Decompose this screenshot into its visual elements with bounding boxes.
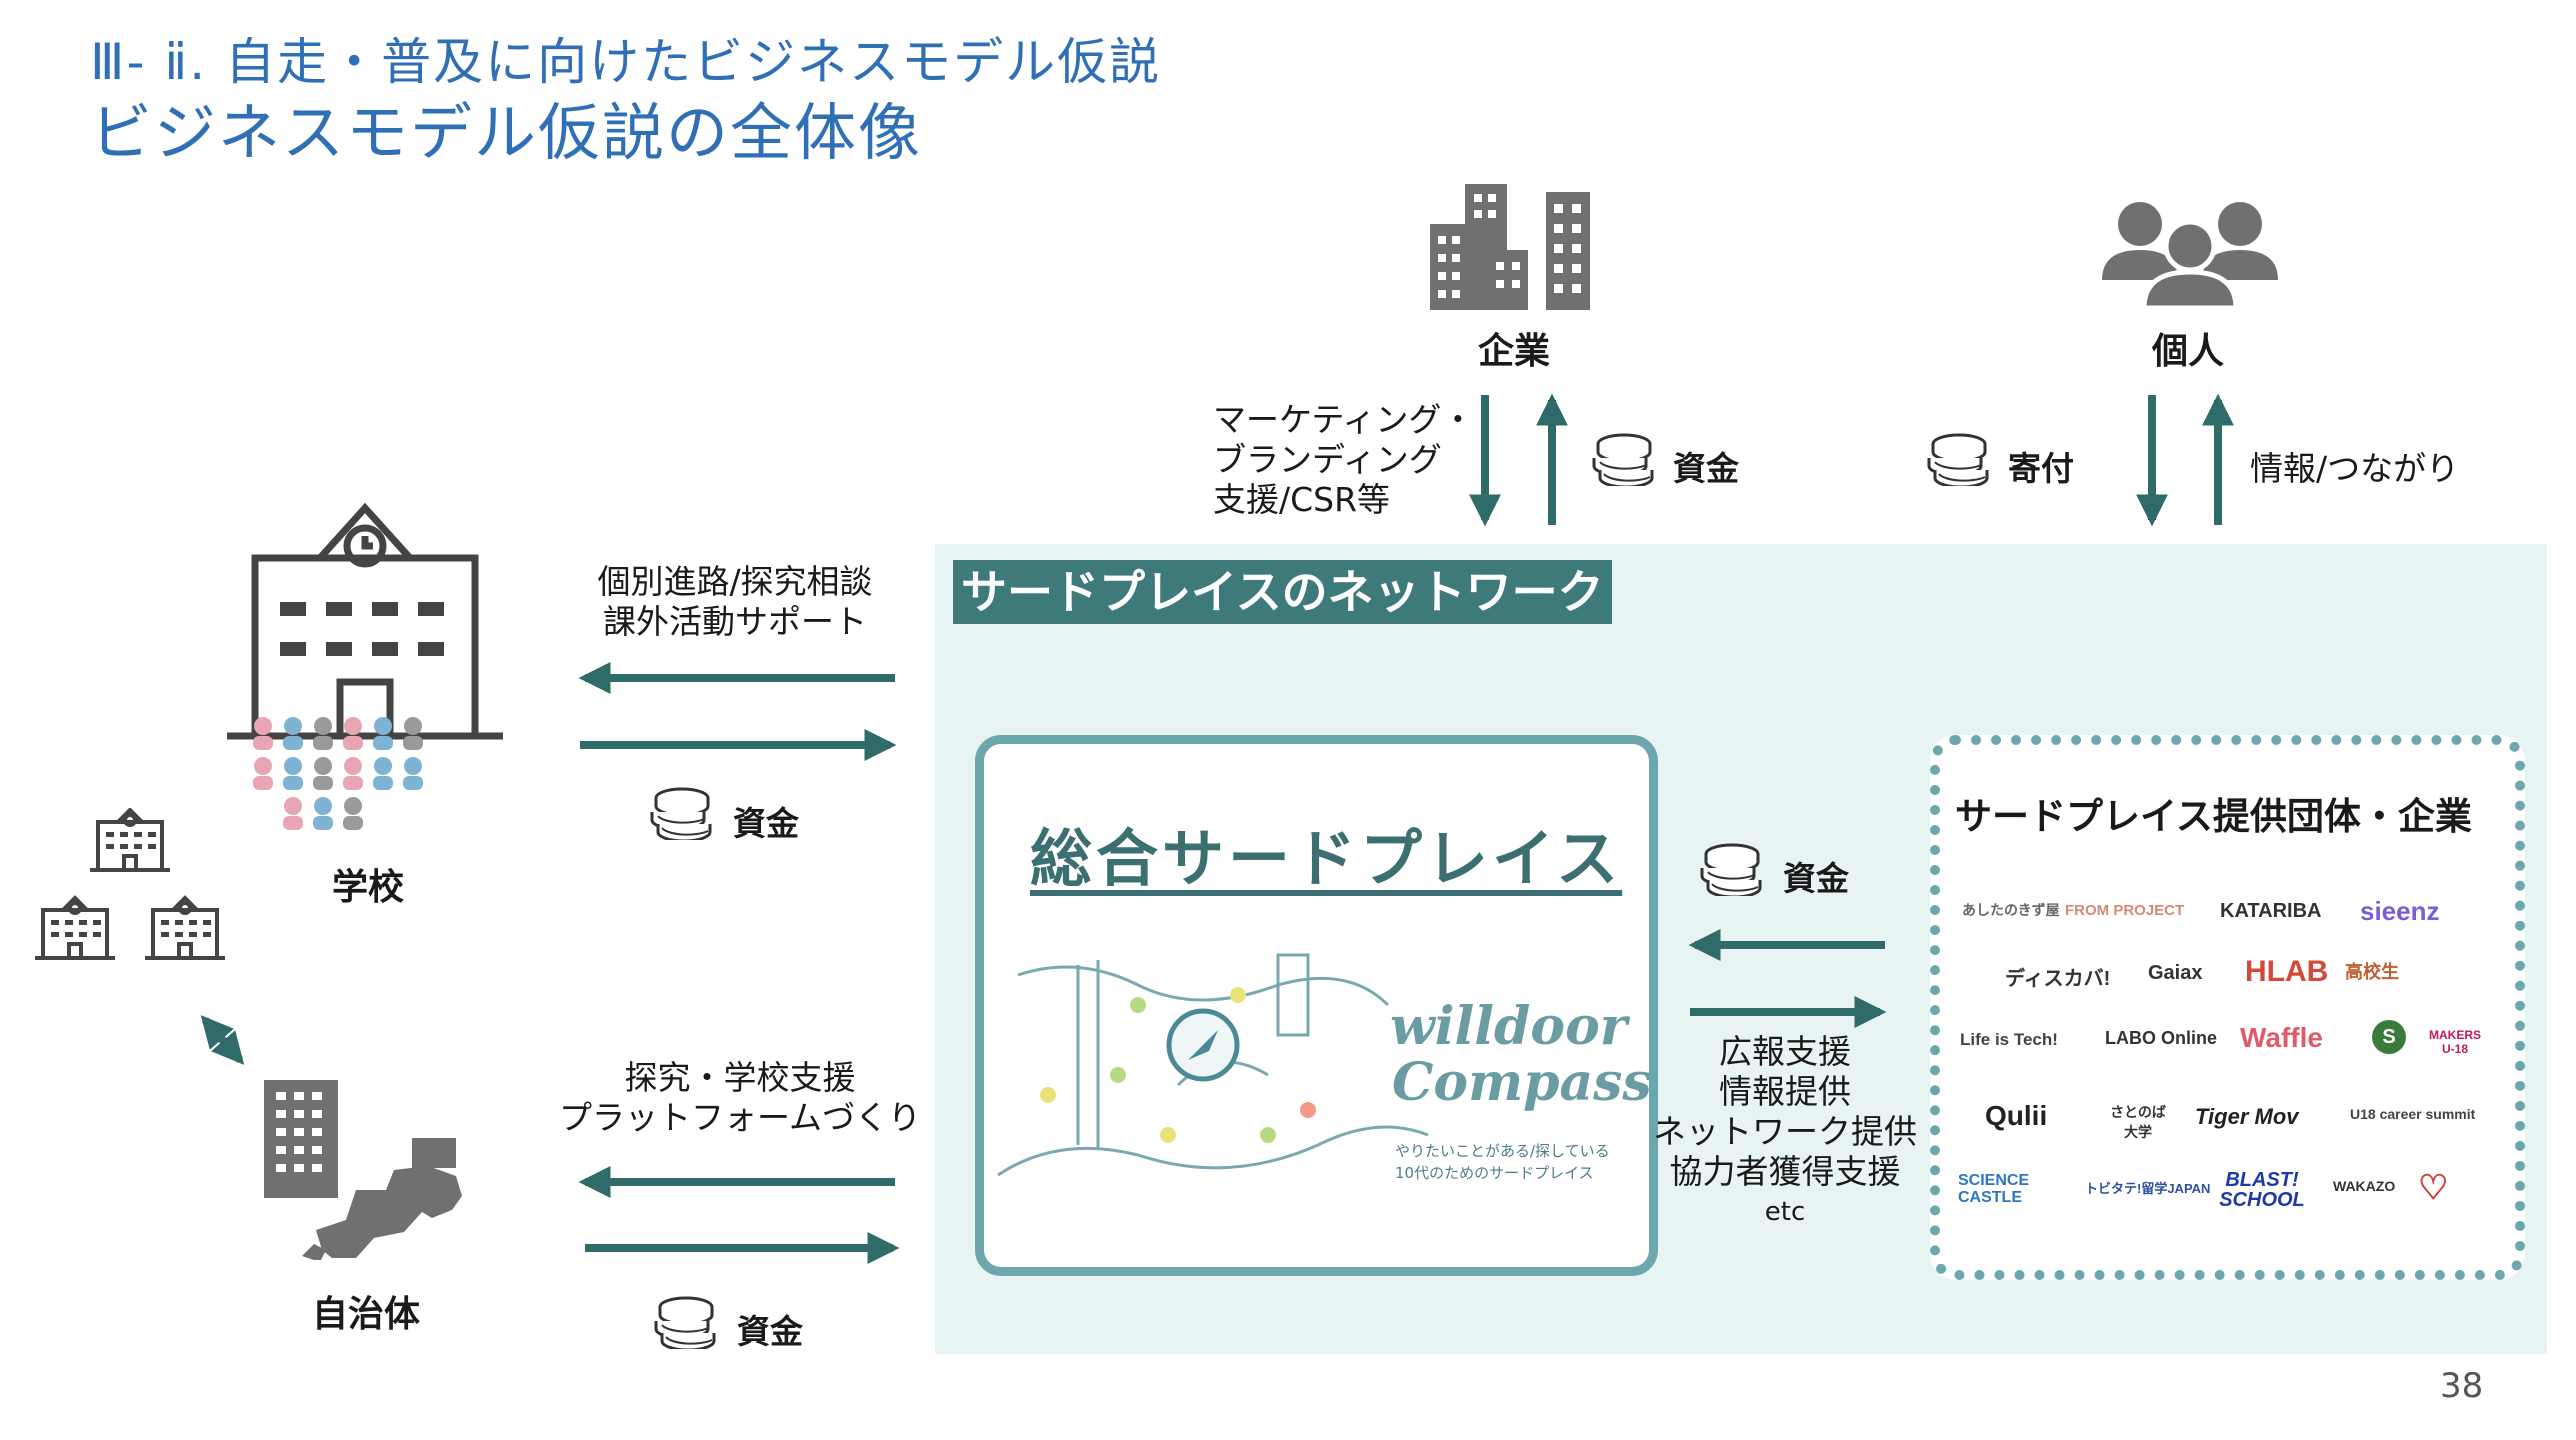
page-number: 38: [2440, 1366, 2484, 1406]
providers-title: サードプレイス提供団体・企業: [1955, 795, 2472, 838]
partner-logo: SCIENCE CASTLE: [1958, 1172, 2030, 1206]
individual-label: 個人: [2152, 331, 2225, 372]
school-label: 学校: [332, 867, 405, 908]
school-in-label: 資金: [733, 804, 799, 843]
providers-out-label: 広報支援 情報提供 ネットワーク提供 協力者獲得支援 etc: [1653, 1032, 1917, 1227]
municipality-out-label: 探究・学校支援 プラットフォームづくり: [558, 1058, 921, 1137]
section-title: Ⅲ- ⅱ. 自走・普及に向けたビジネスモデル仮説: [90, 33, 1162, 91]
partner-logo: トビタテ!留学JAPAN: [2085, 1181, 2211, 1196]
partner-logo: Waffle: [2240, 1022, 2323, 1053]
partner-logo: MAKERS U-18: [2428, 1028, 2481, 1056]
partner-logo: あしたのきず屋: [1962, 902, 2060, 918]
partner-logo: U18 career summit: [2350, 1106, 2476, 1122]
partner-logo: HLAB: [2245, 955, 2329, 988]
network-title: サードプレイスのネットワーク: [953, 560, 1612, 624]
partner-logo: sieenz: [2360, 896, 2440, 926]
coins-icon: [650, 787, 712, 840]
providers-box: [1930, 735, 2525, 1280]
coins-icon: [1592, 433, 1654, 486]
company-label: 企業: [1478, 331, 1551, 372]
willdoor-logo-line2: Compass: [1392, 1052, 1652, 1113]
coins-icon: [1927, 433, 1989, 486]
school-out-label: 個別進路/探究相談 課外活動サポート: [597, 562, 873, 641]
partner-logo: LABO Online: [2105, 1028, 2217, 1048]
general-third-place-box: [975, 735, 1658, 1276]
providers-in-label: 資金: [1783, 859, 1849, 898]
partner-logo: Qulii: [1985, 1100, 2048, 1131]
partner-logo: ディスカバ!: [2005, 968, 2111, 990]
partner-logo: Life is Tech!: [1960, 1030, 2058, 1049]
school-building-icon: [227, 502, 503, 830]
partner-logo: さとのば大学: [2110, 1104, 2166, 1140]
page-title: ビジネスモデル仮説の全体像: [90, 96, 923, 169]
municipality-icon: [264, 1080, 462, 1260]
company-up-label: 資金: [1673, 449, 1739, 488]
willdoor-logo-line1: willdoor: [1390, 996, 1628, 1057]
partner-logo: ♡: [2418, 1169, 2449, 1207]
municipality-in-label: 資金: [737, 1312, 803, 1351]
individual-down-label: 寄付: [2008, 449, 2074, 488]
partner-logo: 高校生: [2345, 962, 2399, 982]
municipality-label: 自治体: [312, 1294, 421, 1335]
company-down-label: マーケティング・ ブランディング 支援/CSR等: [1213, 400, 1475, 519]
coins-icon: [654, 1296, 716, 1349]
willdoor-compass-illustration: [997, 953, 1429, 1177]
general-third-place-title: 総合サードプレイス: [1030, 822, 1623, 895]
partner-logo: Tiger Mov: [2195, 1104, 2299, 1129]
people-icon: [2102, 202, 2278, 308]
partner-logo: BLAST! SCHOOL: [2219, 1169, 2305, 1211]
schools-cluster-icon: [35, 808, 225, 960]
willdoor-tagline: やりたいことがある/探している 10代のためのサードプレイス: [1395, 1142, 1610, 1182]
company-buildings-icon: [1430, 184, 1590, 310]
coins-icon: [1700, 843, 1762, 896]
partner-logo: FROM PROJECT: [2065, 902, 2185, 919]
partner-logo: WAKAZO: [2333, 1178, 2396, 1194]
partner-logo: KATARIBA: [2220, 900, 2322, 922]
individual-up-label: 情報/つながり: [2250, 449, 2460, 488]
partner-logo: S: [2372, 1020, 2406, 1054]
partner-logo: Gaiax: [2148, 962, 2203, 984]
